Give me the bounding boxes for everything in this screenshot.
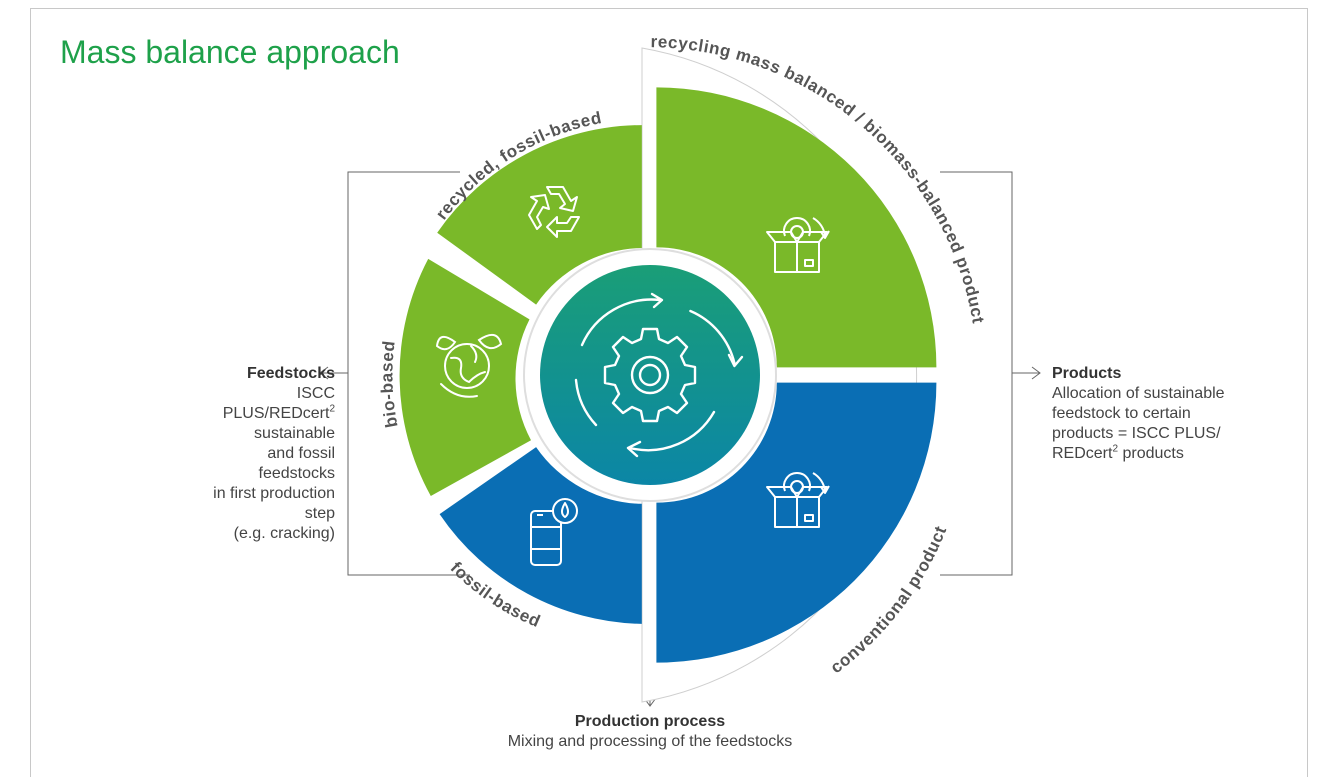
label-bio: bio-based: [377, 339, 401, 429]
gear-box-icon: [766, 472, 830, 528]
segment-recycled: [437, 125, 642, 305]
segment-bio: [399, 258, 531, 496]
feedstocks-line-1: ISCC PLUS/REDcert2: [222, 385, 335, 422]
production-line-1: Mixing and processing of the feedstocks: [507, 733, 793, 750]
products-line-2: feedstock to certain: [1052, 405, 1191, 422]
feedstocks-line-2: sustainable: [254, 425, 335, 442]
gear-box-icon: [766, 217, 830, 273]
page-title: Mass balance approach: [60, 34, 400, 70]
globe-leaves-icon: [435, 333, 503, 398]
oil-barrel-icon: [530, 498, 578, 566]
segment-fossil: [439, 447, 642, 624]
feedstocks-line-5: (e.g. cracking): [233, 525, 335, 542]
product-bracket: [940, 171, 1041, 576]
products-line-4: REDcert2 products: [1052, 443, 1184, 462]
products-line-1: Allocation of sustainable: [1052, 385, 1225, 402]
products-line-3: products = ISCC PLUS/: [1052, 425, 1221, 442]
gear-cycle-icon: [574, 292, 744, 458]
feedstocks-text: Feedstocks ISCC PLUS/REDcert2 sustainabl…: [200, 364, 335, 544]
feedstocks-heading: Feedstocks: [246, 365, 335, 382]
products-heading: Products: [1052, 365, 1122, 382]
products-text: Products Allocation of sustainable feeds…: [1052, 364, 1292, 464]
feedstock-bracket: [319, 171, 470, 576]
recycle-icon: [528, 186, 580, 238]
feedstocks-line-4: in first production step: [213, 485, 335, 522]
production-heading: Production process: [574, 713, 726, 730]
segment-mass-balanced: [656, 87, 937, 368]
hub: [540, 265, 760, 485]
production-text: Production process Mixing and processing…: [430, 712, 870, 752]
diagram-frame: [30, 8, 1308, 777]
feedstocks-line-3: and fossil feedstocks: [258, 445, 335, 482]
